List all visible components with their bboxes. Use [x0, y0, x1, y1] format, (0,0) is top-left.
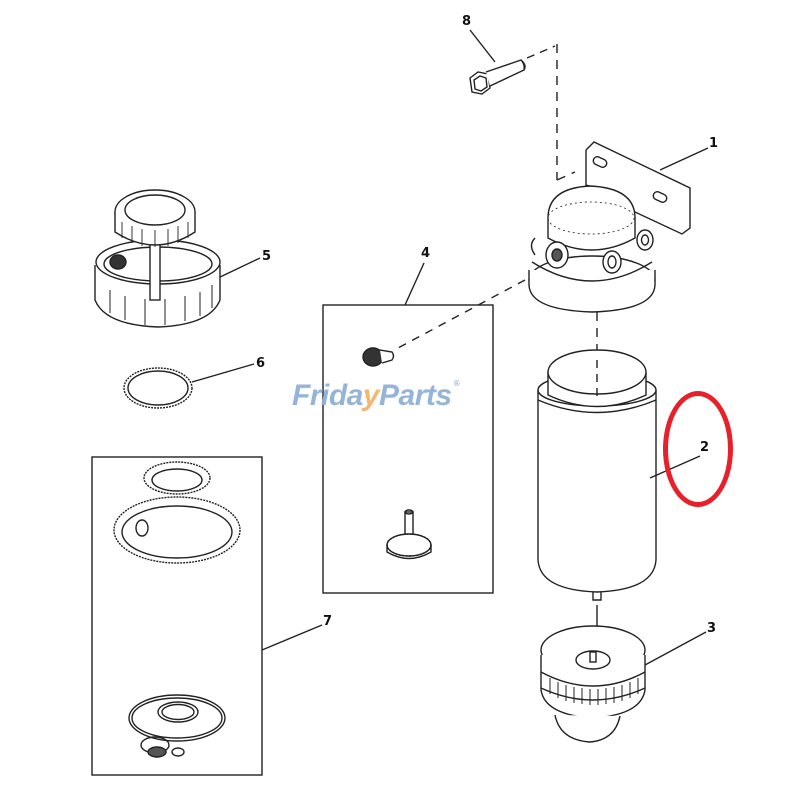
callout-3: 3: [707, 621, 717, 636]
watermark-check-mark: y: [362, 379, 380, 412]
callout-1: 1: [709, 136, 719, 151]
bolt-part-8: [469, 29, 556, 95]
callout-4: 4: [421, 246, 431, 261]
callout-8: 8: [462, 14, 472, 29]
filter-element-part-2: [537, 349, 701, 601]
callout-6: 6: [256, 356, 266, 371]
bowl-part-3: [540, 625, 707, 743]
watermark-text-a: Frida: [292, 379, 363, 412]
o-ring-part-6: [123, 363, 255, 409]
callout-7: 7: [323, 614, 333, 629]
kit-box-part-4: [322, 262, 494, 594]
registered-mark: ®: [453, 379, 460, 388]
retaining-ring-part-5: [94, 189, 261, 328]
watermark-logo: FridayParts®: [292, 379, 460, 413]
filter-head-part-1: [528, 141, 709, 313]
watermark-text-b: Parts: [379, 379, 452, 412]
highlight-ring-callout-2: [663, 391, 733, 507]
callout-5: 5: [262, 249, 272, 264]
seal-kit-box-part-7: [91, 456, 323, 776]
